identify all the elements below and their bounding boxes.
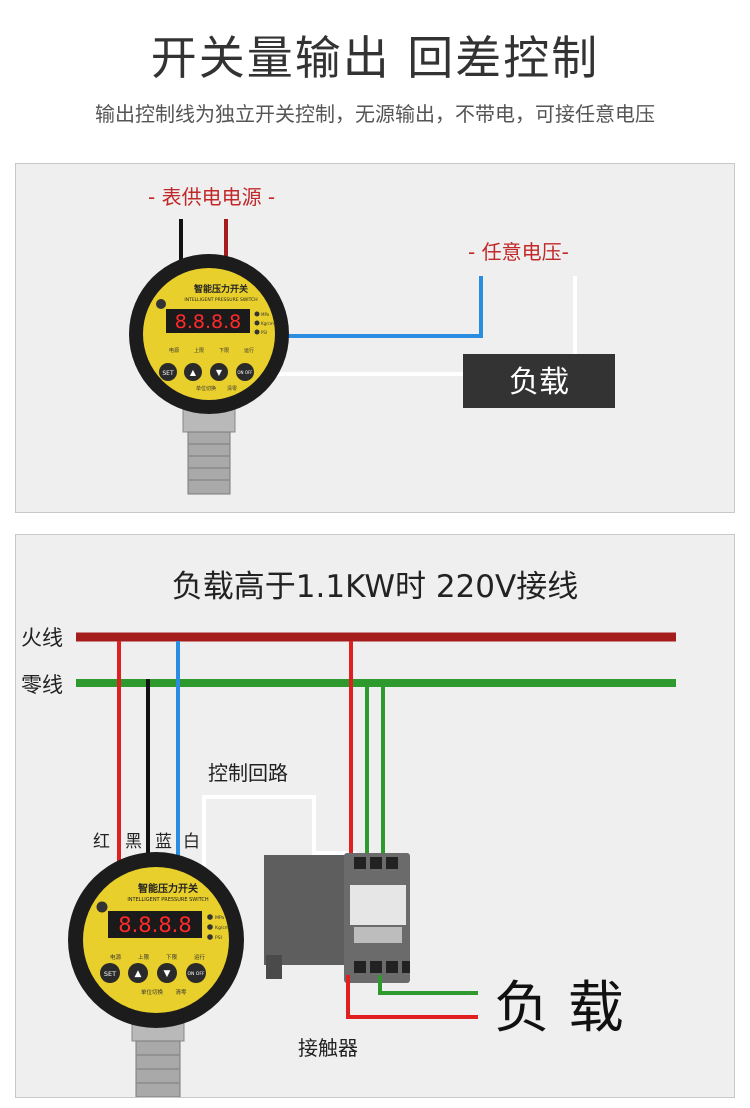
control-loop-label: 控制回路 [208,761,288,785]
load-box [463,354,615,408]
up-arrow-icon: ▲ [190,368,197,377]
display-digits: 8.8.8.8 [118,913,191,937]
wire-color-red: 红 [93,832,110,852]
output-wire-blue [284,276,483,338]
button-label-unit: 单位切换 [141,988,164,996]
diagram-panel-basic: - 表供电电源 - - 任意电压- 负载 智能压力开关 INTELLIGENT … [15,163,735,513]
up-button[interactable] [128,963,148,983]
unit-indicators: MPa Kg/cm² PSI [207,914,231,941]
down-button[interactable] [157,963,177,983]
load-label: 负 载 [494,976,624,1041]
down-button[interactable] [210,363,228,381]
wire-color-black: 黑 [125,832,142,852]
up-arrow-icon: ▲ [135,969,142,979]
set-button[interactable] [159,363,177,381]
indicator-run: 运行 [244,347,254,354]
device-name-cn: 智能压力开关 [194,283,248,295]
control-loop-wire [202,795,356,870]
status-indicators: 电源 上限 下限 运行 [169,347,254,354]
live-label: 火线 [21,626,63,650]
unit-indicators: MPa Kg/cm² PSI [254,311,276,335]
page-subtitle: 输出控制线为独立开关控制，无源输出，不带电，可接任意电压 [95,102,655,126]
display-digits: 8.8.8.8 [175,311,241,333]
down-arrow-icon: ▼ [164,969,171,979]
indicator-lower: 下限 [219,347,229,354]
panel2-heading: 负载高于1.1KW时 220V接线 [172,569,578,605]
unit-psi: PSI [261,330,267,335]
up-button[interactable] [184,363,202,381]
device-display [166,309,250,333]
device-buttons: SET ▲ ▼ ON OFF 单位切换 清零 [159,363,254,392]
on-off-button[interactable] [236,363,254,381]
device-name-en: INTELLIGENT PRESSURE SWITCH [184,297,257,303]
contactor-wiring-diagram: 负载高于1.1KW时 220V接线 火线 零线 控制回路 红 黑 蓝 白 [21,569,676,1098]
down-arrow-icon: ▼ [216,368,223,377]
status-indicators: 电源 上限 下限 运行 [110,953,206,961]
set-button[interactable] [100,963,120,983]
indicator-run: 运行 [194,953,206,961]
page-title: 开关量输出 回差控制 [150,31,600,85]
wire-color-blue: 蓝 [155,832,172,852]
voltage-label: - 任意电压- [468,240,569,264]
indicator-upper: 上限 [138,953,150,961]
pressure-switch-device-2: 智能压力开关 INTELLIGENT PRESSURE SWITCH 8.8.8… [68,852,244,1098]
unit-kgcm: Kg/cm² [261,321,276,326]
button-label-zero: 清零 [227,385,237,392]
device-display [108,911,202,938]
contactor-side [264,855,346,965]
on-off-button[interactable] [186,963,206,983]
contactor [264,853,410,983]
load-wire-red [346,975,478,1019]
svg-text:SET: SET [162,370,174,377]
brand-logo-icon [156,299,166,309]
basic-wiring-diagram: - 表供电电源 - - 任意电压- 负载 智能压力开关 INTELLIGENT … [129,185,615,495]
supply-label: - 表供电电源 - [148,185,275,209]
button-label-zero: 清零 [175,988,187,996]
button-label-unit: 单位切换 [196,385,216,392]
svg-text:ON OFF: ON OFF [237,370,253,375]
unit-psi: PSI [215,935,222,941]
contactor-label-plate [350,885,406,925]
svg-text:SET: SET [104,970,116,978]
device-buttons: SET ▲ ▼ ON OFF 单位切换 清零 [100,963,206,996]
indicator-lower: 下限 [166,953,178,961]
unit-mpa: MPa [261,312,270,317]
neutral-label: 零线 [21,673,63,697]
load-label: 负载 [509,365,569,400]
indicator-power: 电源 [110,953,122,961]
device-name-cn: 智能压力开关 [138,882,198,895]
load-wire-green [378,975,478,995]
indicator-upper: 上限 [194,347,204,354]
brand-logo-icon [96,901,108,913]
contactor-label: 接触器 [298,1036,358,1060]
diagram-panel-contactor: 负载高于1.1KW时 220V接线 火线 零线 控制回路 红 黑 蓝 白 [15,534,735,1098]
indicator-power: 电源 [169,347,179,354]
wire-color-white: 白 [183,832,200,852]
svg-text:ON OFF: ON OFF [187,971,204,977]
device-name-en: INTELLIGENT PRESSURE SWITCH [127,897,209,903]
device-thread [187,431,231,495]
pressure-switch-device: 智能压力开关 INTELLIGENT PRESSURE SWITCH 8.8.8… [129,254,289,495]
unit-kgcm: Kg/cm² [215,925,231,931]
unit-mpa: MPa [215,915,224,921]
